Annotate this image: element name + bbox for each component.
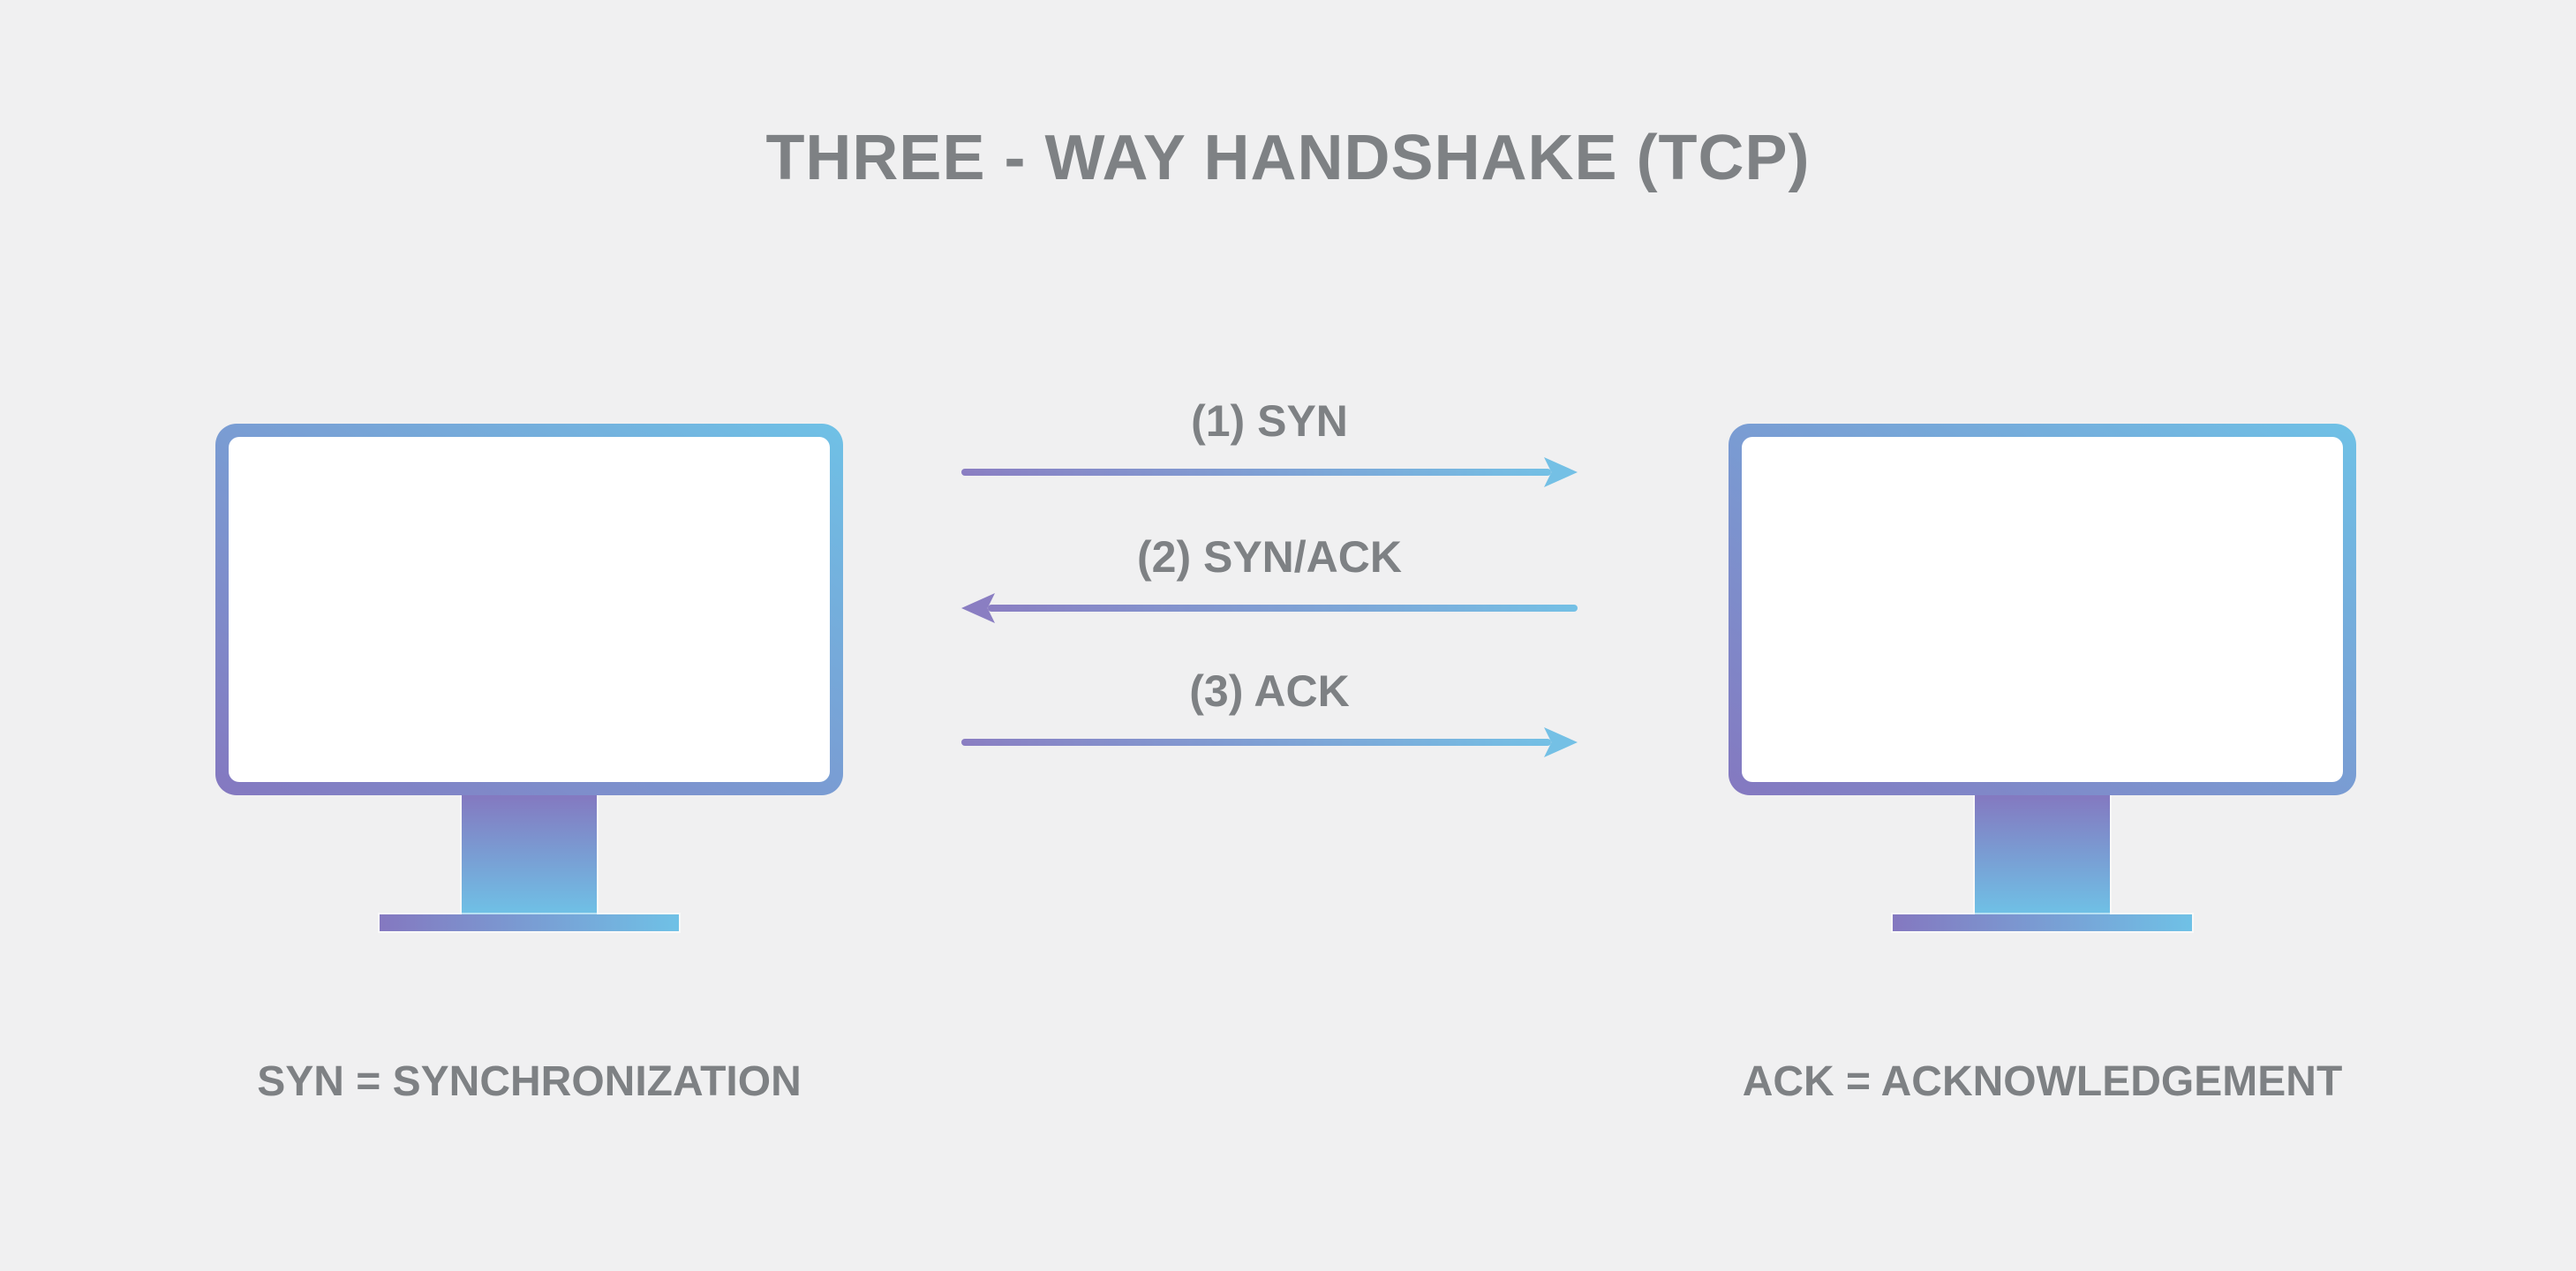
handshake-step-1: (1) SYN — [961, 396, 1578, 487]
diagram-title: THREE - WAY HANDSHAKE (TCP) — [765, 123, 1811, 193]
monitor-screen — [229, 437, 830, 782]
arrow-shaft — [961, 739, 1551, 746]
monitor-bezel-icon — [215, 424, 843, 795]
ack-definition-label: ACK = ACKNOWLEDGEMENT — [1742, 1058, 2343, 1105]
monitor-bezel-icon — [1729, 424, 2356, 795]
monitor-screen — [1742, 437, 2343, 782]
step-3-label: (3) ACK — [1189, 666, 1350, 716]
step-1-arrow — [961, 457, 1578, 487]
client-monitor-icon — [215, 424, 843, 932]
server-monitor-icon — [1729, 424, 2356, 932]
step-3-arrow — [961, 727, 1578, 757]
monitor-stand-neck-icon — [1975, 794, 2110, 914]
step-2-label: (2) SYN/ACK — [1136, 532, 1403, 582]
arrow-shaft — [988, 605, 1578, 612]
syn-definition-label: SYN = SYNCHRONIZATION — [257, 1058, 802, 1105]
monitor-stand-base-icon — [1893, 914, 2192, 931]
handshake-step-3: (3) ACK — [961, 666, 1578, 757]
step-1-label: (1) SYN — [1191, 396, 1348, 446]
arrow-shaft — [961, 469, 1551, 476]
monitor-stand-base-icon — [380, 914, 679, 931]
monitor-stand-neck-icon — [462, 794, 597, 914]
step-2-arrow — [961, 593, 1578, 623]
handshake-step-2: (2) SYN/ACK — [961, 532, 1578, 623]
